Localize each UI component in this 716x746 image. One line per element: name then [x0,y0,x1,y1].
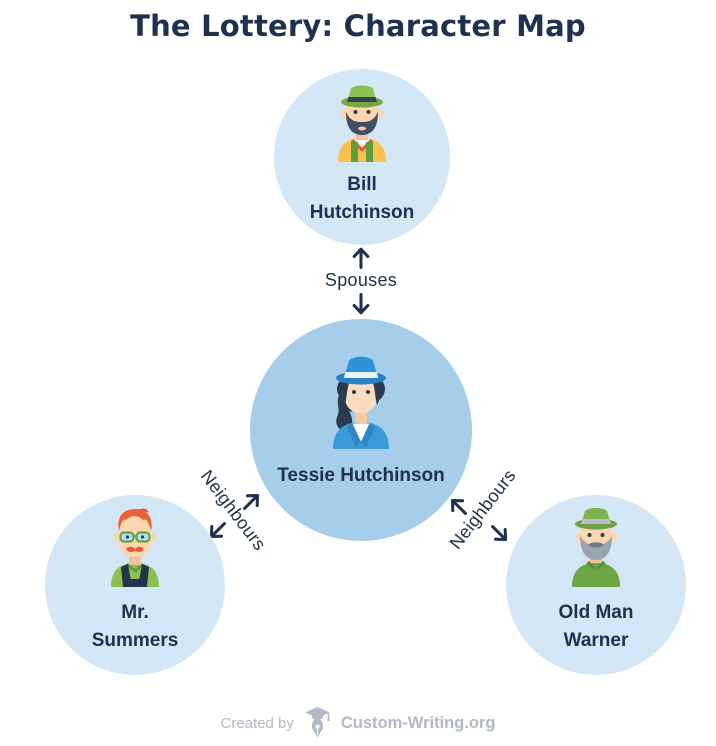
node-mr-summers: Mr. Summers [45,495,225,675]
brand-text: Custom-Writing.org [340,713,496,732]
node-label-tessie: Tessie Hutchinson [277,465,445,486]
node-bill-hutchinson: Bill Hutchinson [274,69,450,245]
spouses-arrow-down-icon [352,292,370,315]
graduation-cap-pen-nib-logo-icon [304,707,330,738]
node-tessie-hutchinson: Tessie Hutchinson [250,319,472,541]
neighbours-left-arrow-to-tessie-icon [243,493,260,510]
neighbours-left-arrow-to-summers-icon [209,522,226,539]
old-man-green-hat-avatar-icon [572,508,620,587]
page-title: The Lottery: Character Map [130,9,586,43]
summers-name-line1: Mr. [121,602,149,623]
warner-name-line2: Warner [563,630,629,651]
red-haired-man-glasses-avatar-icon [111,508,159,587]
summers-name-line2: Summers [91,630,179,651]
farmer-man-avatar-icon [338,85,386,162]
created-by-text: Created by [220,714,294,732]
spouses-label: Spouses [324,270,398,290]
neighbours-right-arrow-to-tessie-icon [450,498,467,515]
woman-blue-hat-avatar-icon [333,356,389,449]
bill-name-line2: Hutchinson [309,202,415,223]
node-old-man-warner: Old Man Warner [506,495,686,675]
warner-name-line1: Old Man [558,602,634,623]
node-label-summers: Mr. Summers [92,599,179,655]
spouses-arrow-up-icon [352,247,370,270]
neighbours-right-arrow-to-warner-icon [491,525,508,542]
node-label-warner: Old Man Warner [559,599,634,655]
node-label-bill: Bill Hutchinson [310,171,415,227]
footer: Created by Custom-Writing.org [0,702,716,744]
bill-name-line1: Bill [347,174,377,195]
